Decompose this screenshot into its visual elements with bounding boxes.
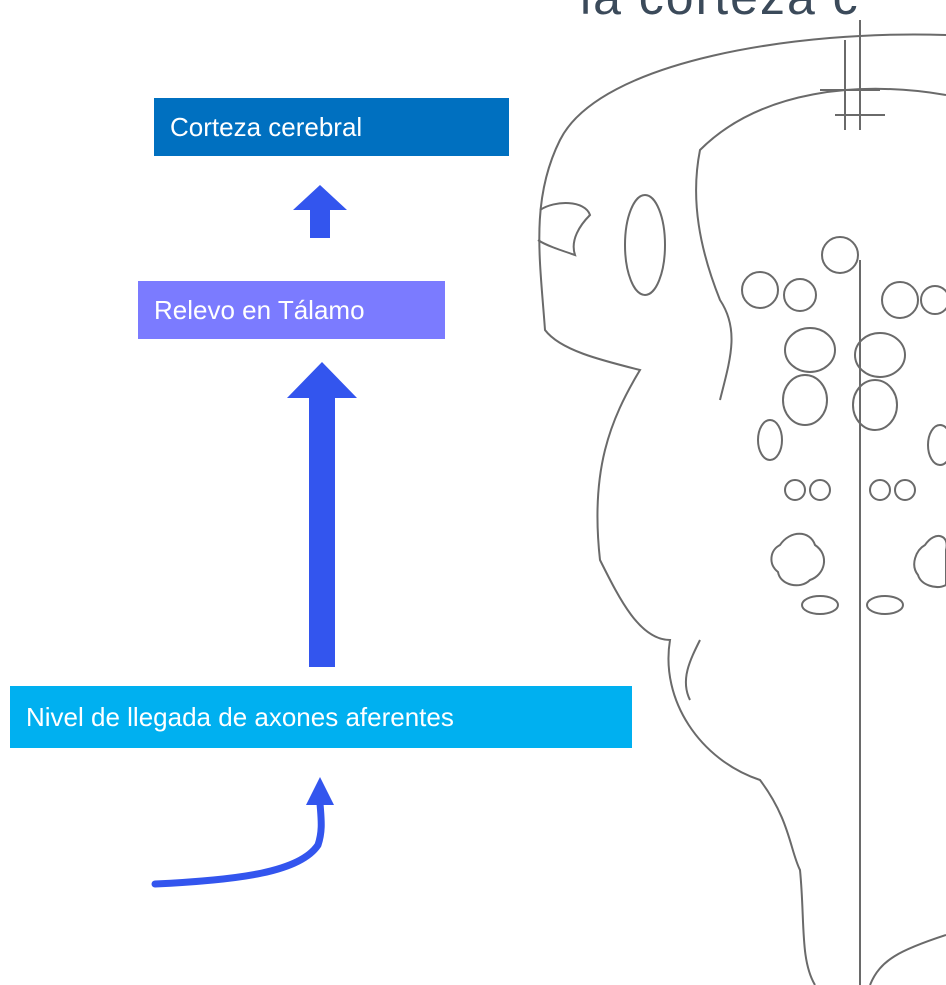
page-title: la corteza c (580, 0, 860, 26)
box-label: Nivel de llegada de axones aferentes (26, 701, 454, 732)
box-corteza-cerebral: Corteza cerebral (154, 98, 509, 156)
up-arrow-icon (293, 185, 347, 238)
box-label: Corteza cerebral (170, 111, 363, 142)
curved-arrow-icon (306, 777, 334, 805)
up-arrow-icon (287, 362, 357, 667)
box-label: Relevo en Tálamo (154, 294, 365, 325)
box-relevo-talamo: Relevo en Tálamo (138, 281, 445, 339)
box-nivel-axones-aferentes: Nivel de llegada de axones aferentes (10, 686, 632, 748)
curved-arrow-icon (151, 799, 325, 888)
